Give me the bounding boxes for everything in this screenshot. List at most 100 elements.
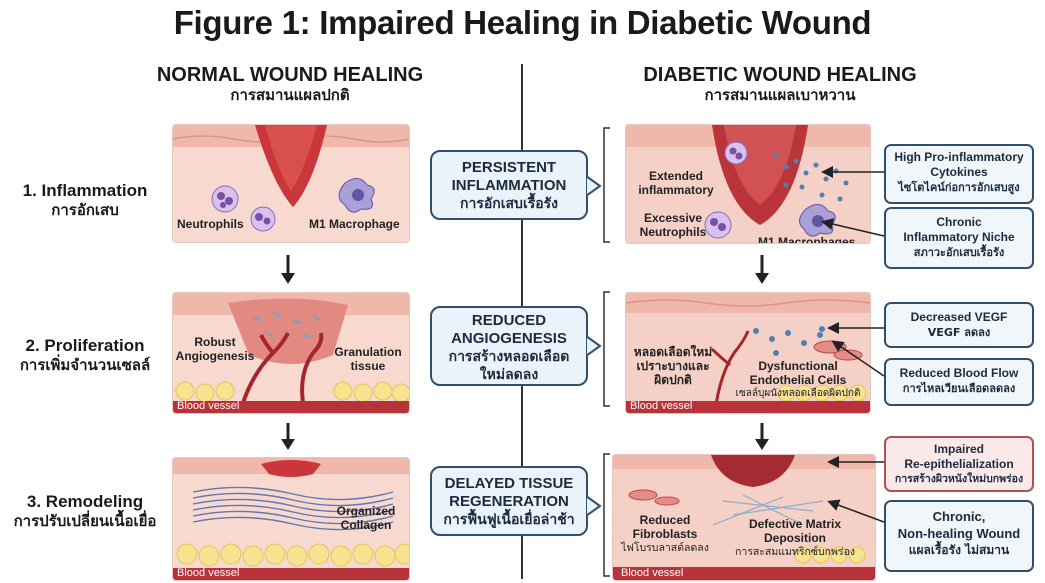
callout-brackets — [586, 127, 610, 577]
callout-2-th2: ใหม่ลดลง — [479, 367, 539, 383]
callout-1-en2: INFLAMMATION — [451, 177, 567, 194]
stage-3-th: การปรับเปลี่ยนเนื้อเยื่อ — [13, 512, 157, 530]
matrix-th: การสะสมแมทริกซ์บกพร่อง — [734, 546, 856, 558]
collagen-text: Collagen — [340, 518, 392, 532]
neutrophil-cell — [250, 206, 276, 232]
dysfunctional-endothelial-label: Dysfunctional Endothelial Cells เซลล์บุผ… — [726, 359, 870, 401]
persistent-inflammation-callout: PERSISTENT INFLAMMATION การอักเสบเรื้อรั… — [430, 150, 588, 220]
granulation-tissue-label: Granulation tissue — [329, 345, 407, 373]
high-cytokines-note: High Pro-inflammatory Cytokines ไซโตไคน์… — [884, 144, 1034, 204]
reduced-fibroblasts-label: Reduced Fibroblasts ไฟโบรบลาสต์ลดลง — [613, 513, 717, 555]
decreased-vegf-note: Decreased VEGF VEGF ลดลง — [884, 302, 1034, 348]
note-2-l1: Chronic — [936, 215, 982, 229]
normal-heading: NORMAL WOUND HEALING การสมานแผลปกติ — [75, 64, 505, 104]
extended-text: Extended — [648, 169, 703, 183]
note-2-l2: Inflammatory Niche — [903, 230, 1015, 244]
granulation-text: Granulation — [334, 345, 402, 359]
normal-remodeling-panel: Organized Collagen Blood vessel — [172, 457, 410, 581]
delayed-regeneration-callout: DELAYED TISSUE REGENERATION การฟื้นฟูเนื… — [430, 466, 588, 536]
normal-remodeling-illustration — [173, 458, 409, 580]
neutrophil-cell — [704, 211, 732, 239]
callout-3-en2: REGENERATION — [449, 493, 569, 510]
blood-vessel-label: Blood vessel — [177, 400, 240, 412]
arrow-down-icon — [755, 423, 769, 450]
neutrophils-label: Neutrophils — [177, 217, 244, 231]
figure-title: Figure 1: Impaired Healing in Diabetic W… — [173, 4, 872, 41]
inflammatory-text: inflammatory — [638, 183, 714, 197]
fragile-vessels-th-label: หลอดเลือดใหม่ เปราะบางและ ผิดปกติ — [628, 345, 718, 387]
blood-vessel-label: Blood vessel — [621, 567, 684, 579]
defective-matrix-label: Defective Matrix Deposition การสะสมแมทริ… — [717, 517, 873, 559]
arrow-down-icon — [281, 255, 295, 284]
callout-2-en1: REDUCED — [471, 312, 547, 329]
fibroblasts-th: ไฟโบรบลาสต์ลดลง — [621, 542, 709, 554]
callout-2-en2: ANGIOGENESIS — [451, 330, 567, 347]
callout-3-th: การฟื้นฟูเนื้อเยื่อล่าช้า — [443, 512, 575, 528]
organized-text: Organized — [336, 504, 396, 518]
normal-heading-en: NORMAL WOUND HEALING — [156, 64, 424, 86]
callout-3-en1: DELAYED TISSUE — [444, 475, 574, 492]
dysfunctional-th: เซลล์บุผนังหลอดเลือดผิดปกติ — [735, 388, 861, 399]
note-5-l2: Re-epithelialization — [904, 457, 1014, 471]
defective-matrix-text: Defective Matrix — [748, 517, 842, 531]
chronic-niche-note: Chronic Inflammatory Niche สภาวะอักเสบเร… — [884, 207, 1034, 269]
reduced-blood-flow-note: Reduced Blood Flow การไหลเวียนเลือดลดลง — [884, 358, 1034, 406]
reduced-text: Reduced — [639, 513, 691, 527]
diabetic-regeneration-illustration — [613, 455, 875, 580]
normal-proliferation-illustration — [173, 293, 409, 413]
diabetic-heading: DIABETIC WOUND HEALING การสมานแผลเบาหวาน — [560, 64, 1000, 104]
blood-vessel-label: Blood vessel — [630, 400, 693, 412]
note-1-l2: Cytokines — [930, 165, 988, 179]
arrow-down-icon — [281, 423, 295, 450]
note-1-l3: ไซโตไคน์ก่อการอักเสบสูง — [898, 181, 1020, 194]
note-6-l3: แผลเรื้อรัง ไม่สมาน — [908, 543, 1010, 557]
note-6-l1: Chronic, — [932, 509, 986, 524]
stage-label-proliferation: 2. Proliferation การเพิ่มจำนวนเซลล์ — [0, 335, 170, 375]
stage-1-th: การอักเสบ — [51, 201, 119, 219]
organized-collagen-label: Organized Collagen — [323, 504, 409, 532]
m1-macrophage-label: M1 Macrophage — [309, 217, 400, 231]
angiogenesis-text: Angiogenesis — [175, 349, 255, 363]
fragile-th-2: เปราะบางและ — [636, 359, 710, 373]
normal-inflammation-panel: Neutrophils M1 Macrophage — [172, 124, 410, 243]
normal-heading-th: การสมานแผลปกติ — [230, 86, 350, 104]
excessive-text: Excessive — [643, 211, 703, 225]
note-2-l3: สภาวะอักเสบเรื้อรัง — [913, 246, 1005, 259]
robust-angiogenesis-label: Robust Angiogenesis — [175, 335, 255, 363]
deposition-text: Deposition — [764, 531, 826, 545]
callout-2-th1: การสร้างหลอดเลือด — [448, 349, 570, 365]
neutrophils-text: Neutrophils — [639, 225, 707, 239]
neutrophil-cell — [724, 141, 748, 165]
fragile-th-3: ผิดปกติ — [654, 373, 692, 387]
fibroblasts-text: Fibroblasts — [632, 527, 698, 541]
note-arrows — [821, 166, 885, 523]
diabetic-angiogenesis-illustration — [626, 293, 870, 413]
arrow-down-icon — [755, 255, 769, 284]
note-5-l1: Impaired — [933, 442, 984, 456]
note-4-l1: Reduced Blood Flow — [899, 366, 1019, 380]
tissue-text: tissue — [350, 359, 386, 373]
diabetic-angiogenesis-panel: หลอดเลือดใหม่ เปราะบางและ ผิดปกติ Dysfun… — [625, 292, 871, 414]
normal-proliferation-panel: Robust Angiogenesis Granulation tissue B… — [172, 292, 410, 414]
macrophage-cell — [338, 178, 375, 213]
diabetic-regeneration-panel: Reduced Fibroblasts ไฟโบรบลาสต์ลดลง Defe… — [612, 454, 876, 581]
impaired-reepithelialization-note: Impaired Re-epithelialization การสร้างผิ… — [884, 436, 1034, 492]
dysfunctional-text: Dysfunctional — [758, 359, 838, 373]
note-1-l1: High Pro-inflammatory — [894, 150, 1024, 164]
note-3-l2: VEGF ลดลง — [927, 326, 991, 339]
m1-macrophages-label: M1 Macrophages — [758, 235, 856, 244]
stage-2-th: การเพิ่มจำนวนเซลล์ — [19, 356, 151, 374]
stage-3-en: 3. Remodeling — [26, 492, 144, 511]
stage-label-remodeling: 3. Remodeling การปรับเปลี่ยนเนื้อเยื่อ — [0, 491, 170, 531]
diabetic-heading-en: DIABETIC WOUND HEALING — [643, 64, 917, 86]
note-6-l2: Non-healing Wound — [897, 526, 1021, 541]
callout-1-th: การอักเสบเรื้อรัง — [459, 196, 559, 212]
note-3-l1: Decreased VEGF — [910, 310, 1008, 324]
non-healing-wound-note: Chronic, Non-healing Wound แผลเรื้อรัง ไ… — [884, 500, 1034, 572]
extended-inflammatory-label: Extended inflammatory — [628, 169, 724, 197]
fragile-th-1: หลอดเลือดใหม่ — [633, 345, 713, 359]
neutrophil-cell — [211, 185, 239, 213]
diabetic-heading-th: การสมานแผลเบาหวาน — [704, 86, 856, 104]
blood-vessel-label: Blood vessel — [177, 567, 240, 579]
stage-label-inflammation: 1. Inflammation การอักเสบ — [0, 180, 170, 220]
